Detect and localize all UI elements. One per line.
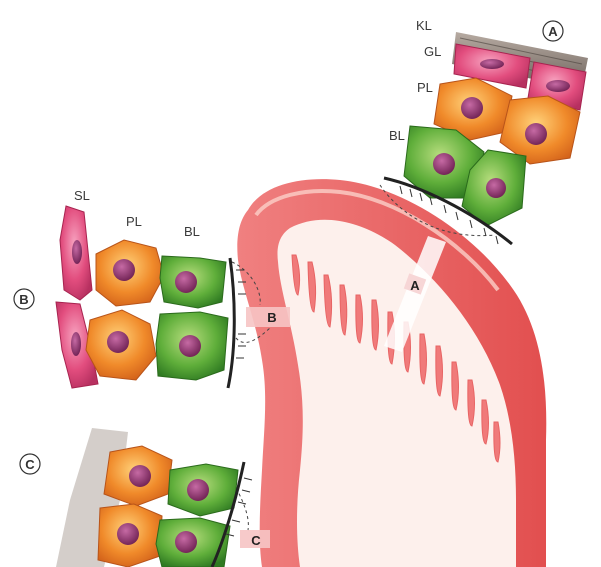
circle-marker-b-label: B: [19, 292, 28, 307]
nucleus: [187, 479, 209, 501]
label-pl-a: PL: [417, 80, 433, 95]
label-bl-b: BL: [184, 224, 200, 239]
label-pl-b: PL: [126, 214, 142, 229]
label-gl: GL: [424, 44, 441, 59]
label-kl: KL: [416, 18, 432, 33]
nucleus: [461, 97, 483, 119]
nucleus: [71, 332, 81, 356]
section-a-label: A: [410, 278, 420, 293]
section-b-cells: [56, 206, 246, 388]
nucleus: [113, 259, 135, 281]
nucleus: [107, 331, 129, 353]
circle-marker-a-label: A: [548, 24, 558, 39]
nucleus: [480, 59, 504, 69]
nucleus: [175, 271, 197, 293]
nucleus: [117, 523, 139, 545]
circle-marker-a: A: [543, 21, 563, 41]
section-c-band: C: [240, 530, 270, 548]
nucleus: [129, 465, 151, 487]
circle-marker-c-label: C: [25, 457, 35, 472]
section-c-label: C: [251, 533, 261, 548]
nucleus: [546, 80, 570, 92]
section-c-cells: [56, 428, 252, 567]
basement-membrane: [228, 258, 234, 388]
circle-marker-b: B: [14, 289, 34, 309]
label-bl-a: BL: [389, 128, 405, 143]
section-b-label: B: [267, 310, 276, 325]
nucleus: [525, 123, 547, 145]
section-b-band: B: [246, 307, 290, 327]
label-sl: SL: [74, 188, 90, 203]
nucleus: [72, 240, 82, 264]
nucleus: [179, 335, 201, 357]
nucleus: [486, 178, 506, 198]
gingival-tissue: [237, 179, 546, 567]
circle-marker-c: C: [20, 454, 40, 474]
nucleus: [433, 153, 455, 175]
nucleus: [175, 531, 197, 553]
